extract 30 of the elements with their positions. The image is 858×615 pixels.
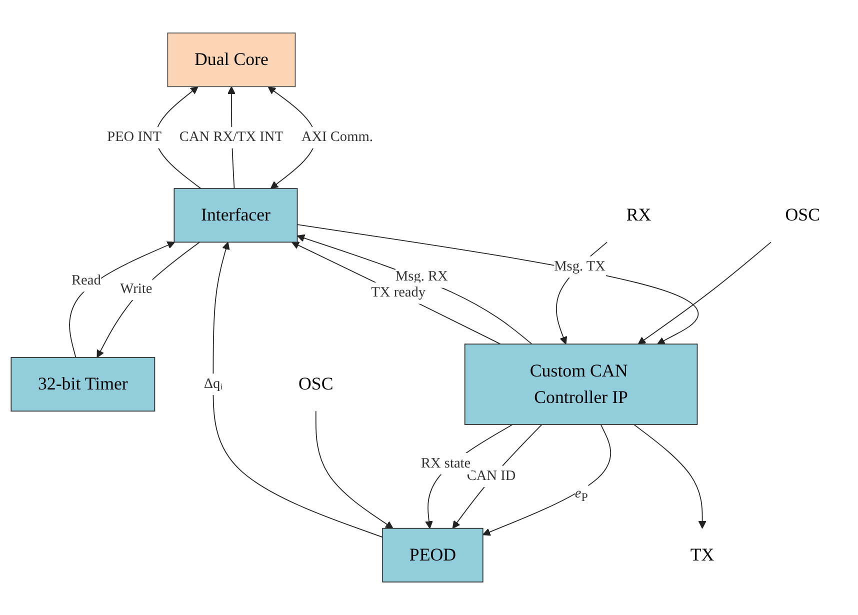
- node-text: RX: [626, 206, 652, 226]
- node-text: OSC: [298, 374, 334, 394]
- edge-label: RX state: [420, 456, 471, 471]
- edge-label: TX ready: [371, 285, 426, 300]
- arrow: [315, 410, 394, 529]
- node-box: Interfacer: [174, 188, 298, 243]
- edge-label: Msg. TX: [554, 258, 606, 274]
- edge-label: AXI Comm.: [301, 130, 373, 145]
- node-box: Custom CAN Controller IP: [464, 344, 698, 425]
- arrow: [212, 242, 384, 538]
- arrow: [296, 234, 532, 345]
- arrow: [291, 242, 501, 345]
- node-box: Dual Core: [167, 32, 296, 88]
- edge-label: PEO INT: [107, 130, 162, 145]
- node-box: 32-bit Timer: [10, 357, 156, 412]
- edge-label: Write: [120, 281, 152, 297]
- node-text: TX: [690, 545, 714, 566]
- arrow: [638, 242, 772, 344]
- node-box: PEOD: [382, 528, 484, 582]
- arrow: [482, 424, 612, 536]
- node-text: OSC: [785, 206, 820, 226]
- edge-label: e$_{P}$: [574, 486, 588, 504]
- edge-label: CAN RX/TX INT: [179, 130, 284, 145]
- edge-label: Δqᵢ: [204, 376, 223, 392]
- arrow: [96, 242, 200, 358]
- arrow: [634, 424, 706, 529]
- edge-label: Read: [71, 272, 101, 288]
- edge-label: Msg. RX: [395, 269, 448, 284]
- arrow: [452, 424, 542, 529]
- arrow: [69, 241, 176, 358]
